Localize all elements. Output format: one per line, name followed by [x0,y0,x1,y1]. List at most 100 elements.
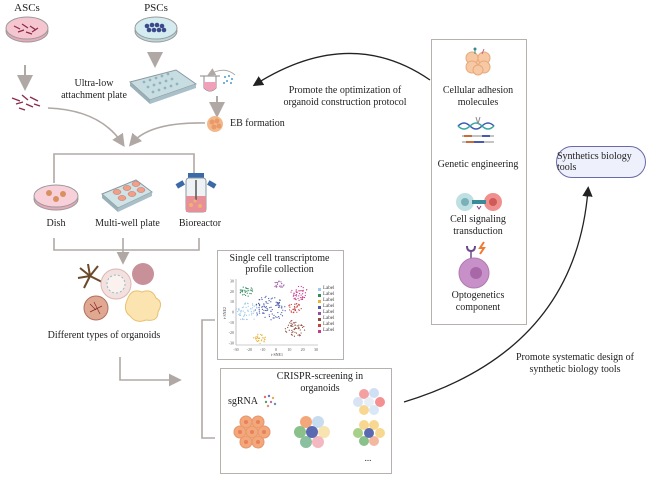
legend-label: Label [323,310,335,315]
tsne-point [290,291,292,293]
tsne-point [298,304,300,307]
tsne-point [279,299,281,301]
tsne-point [265,307,267,309]
tsne-point [245,318,248,321]
tsne-point [255,304,257,306]
tsne-point [292,322,295,324]
dish-label: Dish [46,218,66,229]
tsne-point [242,318,244,320]
tsne-point [276,283,279,285]
tsne-point [251,303,253,305]
tsne-point [297,328,299,330]
tsne-ylabel: t-SNE2 [222,307,227,319]
tsne-point [249,292,251,295]
tsne-point [281,286,283,288]
tsne-point [275,284,277,286]
tsne-point [259,298,261,301]
tsne-point [292,325,294,327]
tsne-point [302,296,304,298]
tsne-point [301,326,304,328]
dish-icon [33,184,79,211]
tsne-point [248,314,250,316]
toolbox-item-3-line1: Cell signaling [450,214,506,225]
tsne-point [239,312,241,315]
tsne-point [274,297,276,299]
tsne-point [291,331,293,334]
legend-label: Label [323,328,335,333]
tsne-point [288,329,290,331]
toolbox-item-1-line2: molecules [457,97,499,108]
tsne-point [251,288,253,290]
tsne-point [241,291,244,293]
tsne-point [268,314,270,316]
tsne-point [294,309,297,312]
tsne-point [257,314,259,317]
toolbox-item-4-line1: Optogenetics [451,290,505,301]
tsne-point [284,306,286,308]
tsne-point [247,288,249,290]
tsne-point [302,289,304,291]
tsne-point [296,305,298,307]
legend-swatch [318,311,321,315]
tsne-point [241,306,244,309]
tsne-point [261,297,263,299]
tsne-point [298,327,300,329]
tsne-legend-item: Label [318,316,334,322]
ultra-low-label-2: attachment plate [61,90,127,101]
tsne-point [295,294,297,296]
tsne-point [281,311,283,314]
tsne-xtick: 10 [287,347,291,352]
tsne-point [261,337,263,339]
tsne-point [254,337,256,339]
pscs-label: PSCs [144,2,168,14]
tsne-point [271,313,273,315]
tsne-point [282,285,284,287]
tsne-point [295,299,297,301]
asc-cells-icon [11,94,41,111]
tsne-point [302,293,304,295]
tsne-point [239,314,241,316]
eb-formation-label: EB formation [230,118,285,129]
tsne-point [279,304,281,307]
tsne-point [275,304,277,307]
tsne-point [274,282,276,284]
tsne-point [240,289,242,291]
tsne-point [295,290,297,292]
tsne-point [261,308,264,310]
tsne-point [244,303,246,305]
tsne-point [263,337,265,339]
legend-label: Label [323,292,335,297]
star-organoid-icon [77,263,103,289]
tsne-point [235,308,238,310]
tsne-point [244,290,246,292]
tsne-point [283,284,285,286]
tsne-point [239,289,241,291]
tsne-point [242,294,244,296]
legend-swatch [318,317,321,321]
tsne-point [304,294,306,297]
tsne-point [277,306,280,308]
tsne-point [280,285,282,287]
tsne-point [247,295,249,297]
tsne-point [265,302,267,304]
sgrna-library-icon [263,394,277,408]
tsne-point [251,307,254,309]
tsne-point [258,304,261,306]
tsne-point [293,311,295,313]
tsne-point [293,306,296,308]
tsne-point [238,313,240,316]
tsne-point [255,336,257,338]
tsne-point [247,302,249,305]
tsne-point [293,322,296,324]
tsne-point [290,303,292,306]
tsne-point [243,318,245,321]
bracket-culture-bottom [53,238,200,251]
legend-label: Label [323,286,335,291]
tsne-point [291,319,293,322]
arrow-systematic-design [403,186,593,403]
tsne-point [290,324,292,326]
tsne-point [277,302,279,304]
tsne-point [278,302,280,304]
tsne-point [256,335,259,337]
